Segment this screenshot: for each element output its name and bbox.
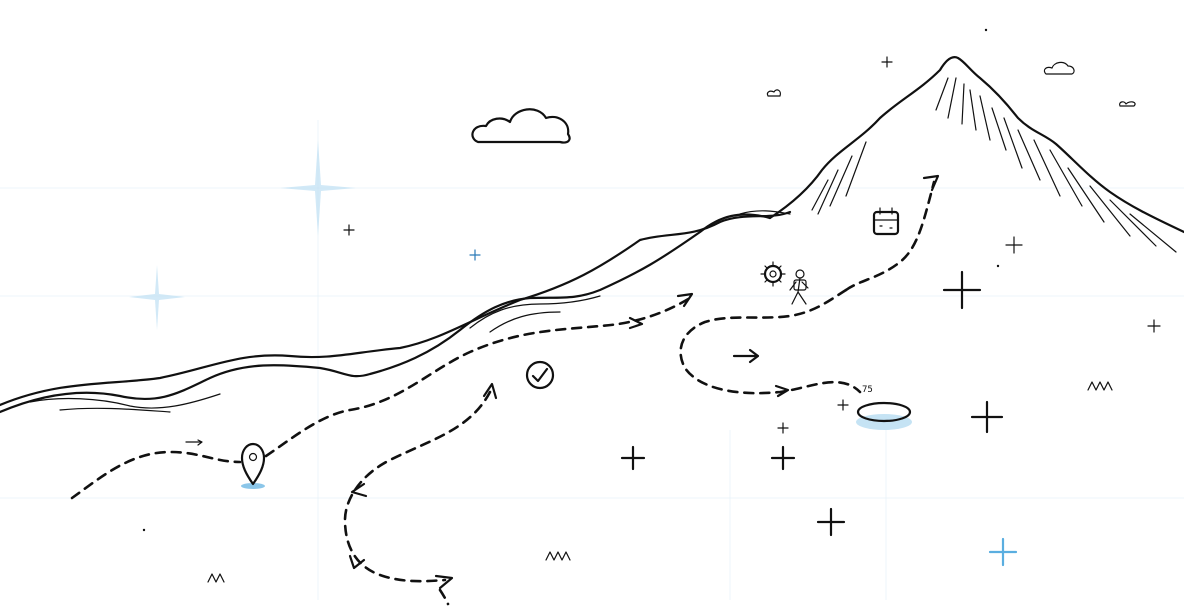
cloud-icon	[1119, 101, 1136, 107]
plus-mark	[620, 270, 1018, 567]
cloud-icon	[766, 89, 781, 97]
cloud-icon	[1043, 61, 1075, 75]
gear-icon	[760, 261, 786, 287]
sparkle-icon	[129, 140, 356, 330]
plus-mark	[343, 56, 1161, 434]
goal-disc-icon	[856, 401, 912, 430]
journey-path	[264, 296, 692, 458]
background-grid	[0, 120, 1184, 600]
map-pin-icon	[240, 442, 266, 489]
grass-squiggle	[207, 381, 1113, 583]
back-mountain-ridge	[0, 210, 792, 407]
checkmark-circle-icon	[525, 360, 555, 390]
main-mountain	[768, 56, 1184, 234]
goal-label: 75	[862, 385, 873, 395]
decor-dot	[142, 28, 1000, 532]
journey-path	[70, 450, 242, 500]
calendar-icon	[872, 207, 900, 236]
front-hill-ridge	[0, 213, 772, 414]
direction-arrow-icon	[185, 174, 940, 590]
journey-path	[844, 180, 936, 292]
journey-path	[343, 390, 492, 606]
hiker-icon	[789, 269, 809, 305]
mountain-hatching	[29, 77, 1177, 413]
cloud-icon	[471, 108, 571, 144]
journey-path	[679, 288, 862, 395]
